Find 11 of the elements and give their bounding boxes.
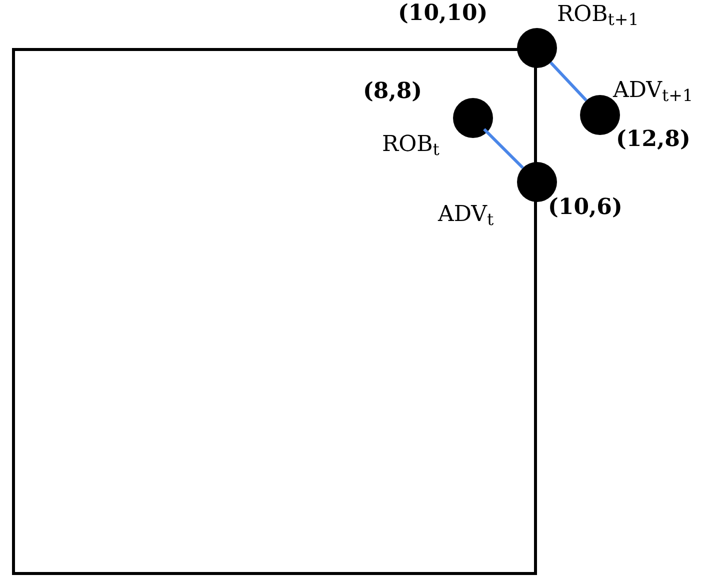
coordinate-label: (8,8) — [363, 80, 422, 102]
arena-square — [12, 48, 537, 575]
coordinate-label: (12,8) — [616, 128, 690, 150]
connector-line — [550, 62, 588, 102]
agent-label: ROB$_{t}$ — [382, 134, 440, 156]
coordinate-label: (10,10) — [398, 2, 488, 24]
agent-label: ADV$_{t+1}$ — [613, 80, 693, 102]
coordinate-label: (10,6) — [548, 196, 622, 218]
agent-label: ADV$_{t}$ — [438, 204, 494, 226]
agent-label: ROB$_{t+1}$ — [557, 4, 639, 26]
connector-line — [483, 128, 524, 169]
